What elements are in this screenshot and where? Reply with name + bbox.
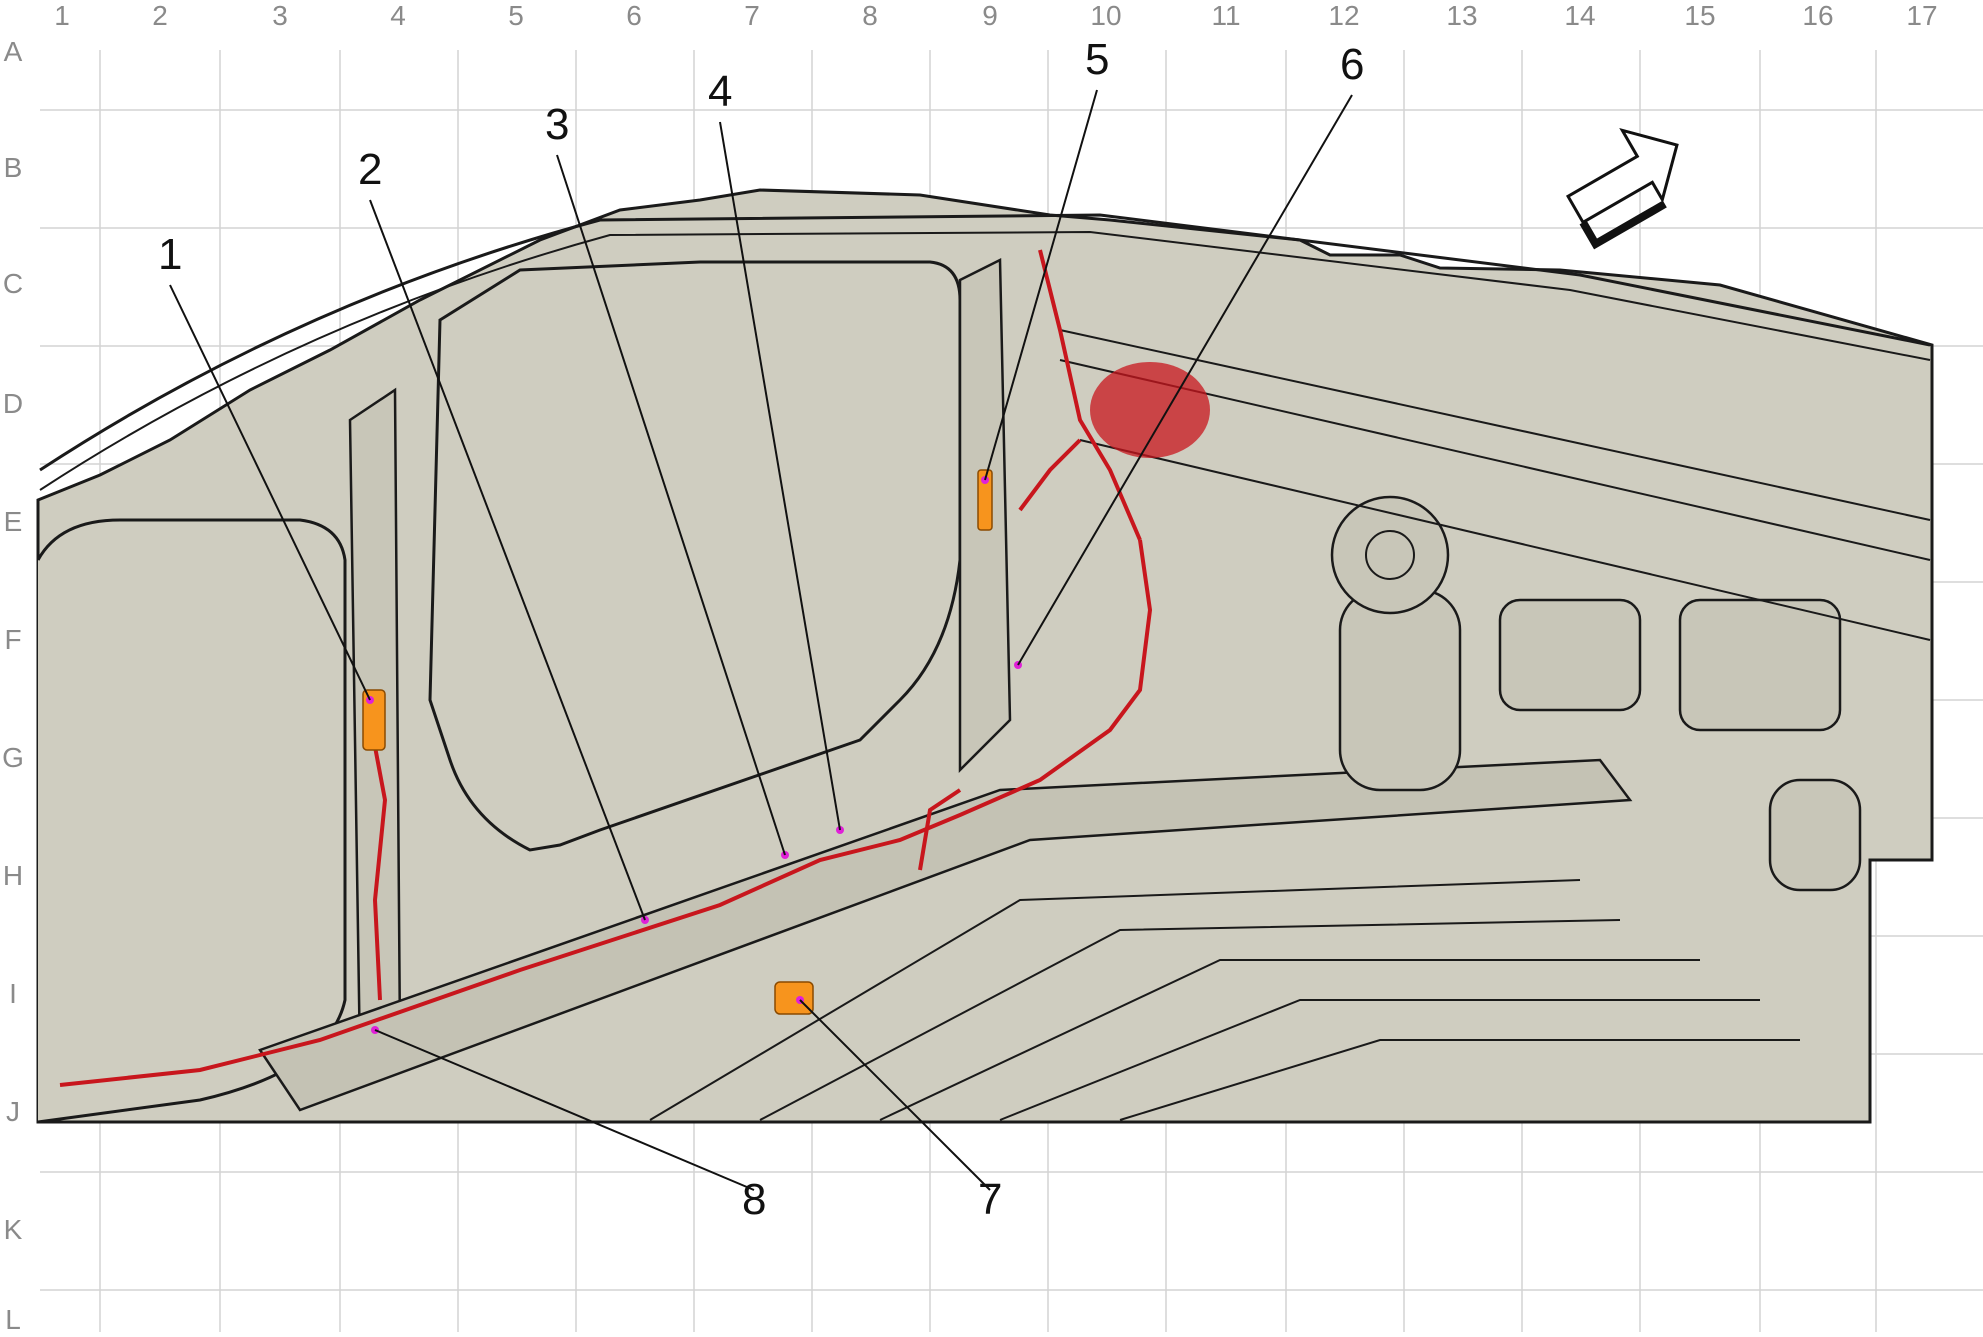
connectors <box>362 469 993 1015</box>
grid-row-label: G <box>2 742 24 773</box>
direction-arrow-icon <box>1565 127 1679 250</box>
sound-insulation-patch <box>1090 362 1210 458</box>
grid-column-label: 13 <box>1446 0 1478 31</box>
car-body <box>36 188 1934 1124</box>
callout-number: 3 <box>545 100 570 149</box>
grid-column-label: 11 <box>1211 0 1241 31</box>
grid-row-label: K <box>3 1214 23 1245</box>
grid-column-label: 5 <box>508 0 524 31</box>
grid-column-label: 1 <box>54 0 70 31</box>
grid-column-label: 7 <box>744 0 760 31</box>
rocker-sill <box>258 758 1633 1112</box>
grid-column-label: 2 <box>152 0 168 31</box>
grid-column-label: 10 <box>1090 0 1122 31</box>
roof-rail-inner <box>39 230 1931 491</box>
grid-row-label: A <box>3 36 23 67</box>
grid-row-label: E <box>3 506 23 537</box>
rear-speaker-hole <box>1330 495 1450 615</box>
rear-structure <box>1338 588 1862 892</box>
harness-branch-left <box>368 719 388 1001</box>
connector-1 <box>362 689 386 751</box>
leader-line <box>799 999 991 1191</box>
callout-number: 6 <box>1340 40 1365 89</box>
grid-row-label: C <box>2 268 24 299</box>
harness-upper-run <box>1038 249 1142 541</box>
leader-line <box>374 1029 755 1191</box>
leader-line <box>369 199 646 921</box>
grid-column-label: 4 <box>390 0 406 31</box>
grid-column-label: 8 <box>862 0 878 31</box>
leader-line <box>1017 94 1353 666</box>
grid-row-label: H <box>2 860 24 891</box>
callout-number: 8 <box>742 1175 767 1224</box>
callout-number: 2 <box>358 145 383 194</box>
connector-5 <box>977 469 993 531</box>
leader-line <box>719 121 841 831</box>
leader-line <box>556 154 786 856</box>
leader-lines <box>169 89 1353 1191</box>
callout-number: 7 <box>978 1175 1003 1224</box>
callout-number: 4 <box>708 67 733 116</box>
roof-rail <box>39 213 1931 472</box>
harness-branch-floor <box>918 788 962 871</box>
connector-7 <box>774 981 814 1015</box>
grid-column-label: 14 <box>1564 0 1596 31</box>
leader-line <box>169 284 371 701</box>
harness-branch-rear <box>1018 438 1082 512</box>
grid-column-label: 3 <box>272 0 288 31</box>
wiring-harness <box>59 249 1153 1087</box>
grid-row-label: D <box>2 388 24 419</box>
callout-number: 5 <box>1085 35 1110 84</box>
grid-column-label: 12 <box>1328 0 1360 31</box>
grid-row-label: F <box>4 624 22 655</box>
grid-column-label: 17 <box>1906 0 1938 31</box>
door-opening-left <box>36 518 347 1124</box>
leader-line <box>984 89 1098 481</box>
harness-main-run <box>59 539 1153 1087</box>
grid-column-label: 15 <box>1684 0 1716 31</box>
floor-pan-ribs <box>649 879 1800 1121</box>
callout-number: 1 <box>158 230 183 279</box>
grid-row-label: I <box>9 978 17 1009</box>
grid-row-label: J <box>6 1096 20 1127</box>
grid-column-label: 9 <box>982 0 998 31</box>
grid-row-label: L <box>5 1304 21 1335</box>
grid-column-label: 16 <box>1802 0 1834 31</box>
grid-row-label: B <box>3 152 23 183</box>
grid-column-label: 6 <box>626 0 642 31</box>
